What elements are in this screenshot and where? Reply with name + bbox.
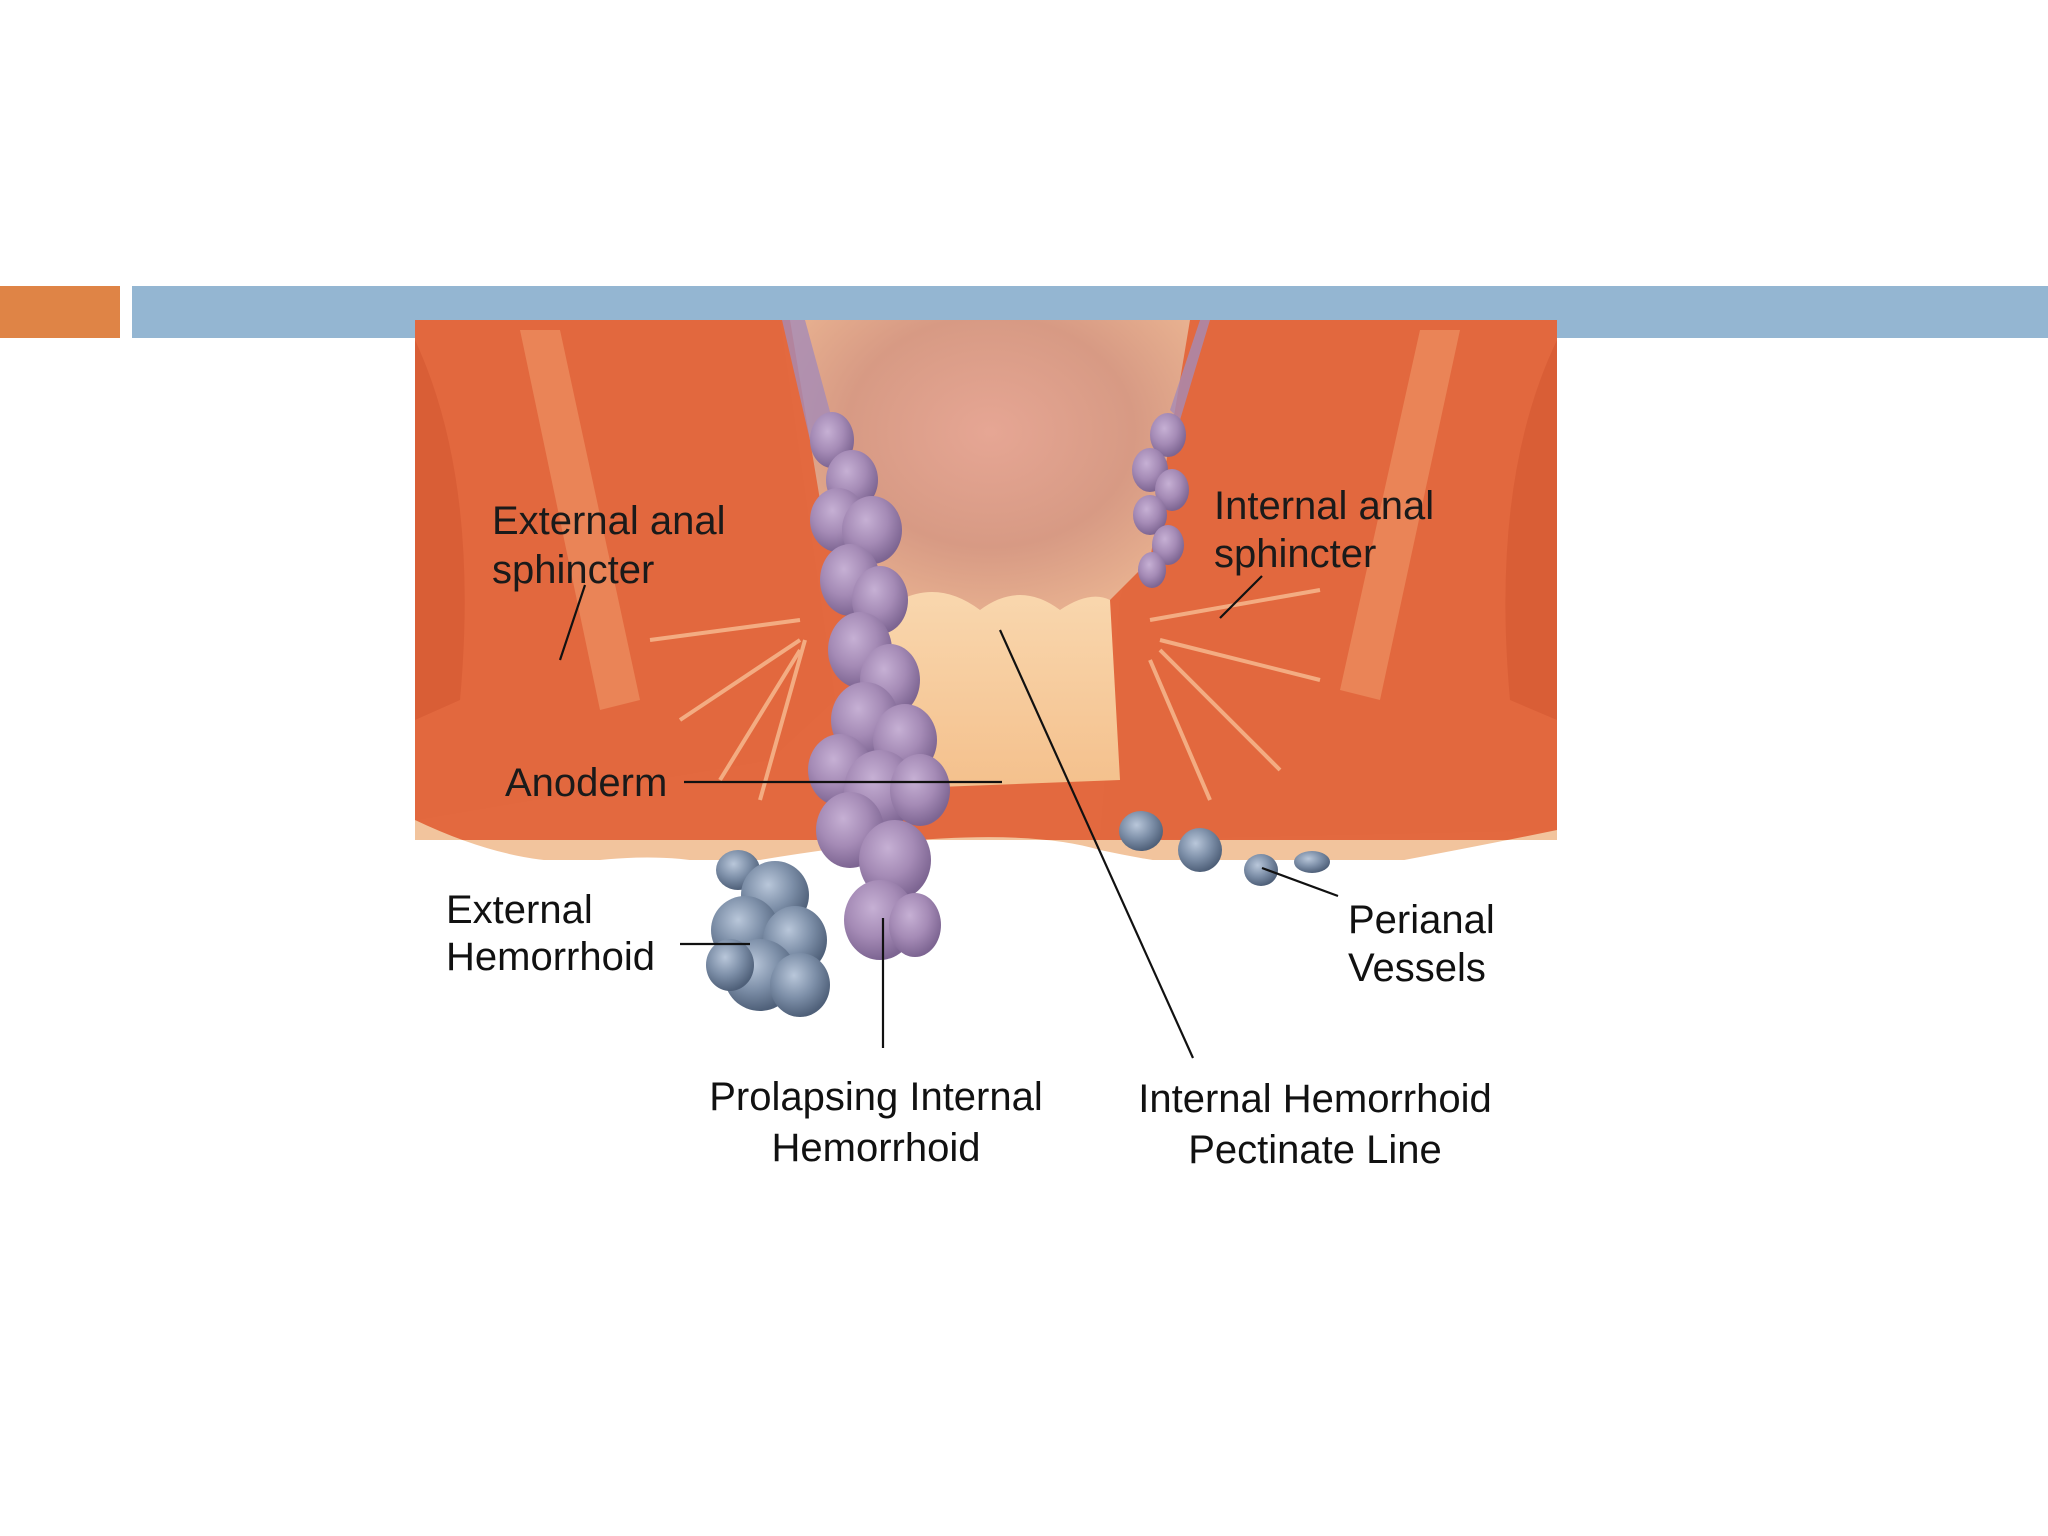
label-external-hemorrhoid-line2: Hemorrhoid — [446, 935, 655, 979]
label-external-hemorrhoid-line1: External — [446, 888, 593, 932]
label-external-anal-sphincter-line2: sphincter — [492, 548, 654, 592]
left-sphincter-fibres — [649, 618, 807, 801]
right-outer-muscle — [1505, 340, 1557, 720]
rectal-lumen — [790, 320, 1190, 640]
label-prolapsing-internal-hemorrhoid-line1: Prolapsing Internal — [709, 1075, 1043, 1119]
leader-lines — [558, 575, 1339, 1059]
label-pectinate-line-line1: Internal Hemorrhoid — [1138, 1077, 1492, 1121]
label-internal-anal-sphincter-line2: sphincter — [1214, 532, 1376, 576]
right-sphincter-fibres — [1148, 588, 1321, 801]
label-external-anal-sphincter-line1: External anal — [492, 499, 725, 543]
left-outer-muscle — [415, 340, 465, 720]
right-muscle-mass — [1100, 320, 1557, 840]
label-perianal-vessels-line1: Perianal — [1348, 898, 1495, 942]
label-anoderm: Anoderm — [505, 761, 667, 805]
label-prolapsing-internal-hemorrhoid-line2: Hemorrhoid — [772, 1126, 981, 1170]
left-fiber-band — [520, 330, 640, 710]
leader-external-anal-sphincter — [558, 584, 587, 661]
below-image-background — [415, 840, 1557, 916]
label-perianal-vessels-line2: Vessels — [1348, 946, 1486, 990]
right-fiber-band — [1340, 330, 1460, 700]
perianal-vessels — [1119, 811, 1330, 886]
leader-perianal-vessels — [1261, 866, 1339, 898]
label-pectinate-line-line2: Pectinate Line — [1188, 1128, 1442, 1172]
internal-hemorrhoid-right-cluster — [1132, 320, 1210, 588]
label-internal-anal-sphincter-line1: Internal anal — [1214, 484, 1434, 528]
leader-internal-anal-sphincter — [1219, 575, 1263, 619]
left-muscle-mass — [415, 320, 835, 820]
prolapsing-internal-hemorrhoid — [782, 320, 950, 960]
external-hemorrhoid-cluster — [706, 850, 830, 1017]
title-accent-orange-bar — [0, 286, 120, 338]
leader-pectinate-line — [998, 629, 1195, 1059]
image-frame — [415, 320, 1557, 916]
